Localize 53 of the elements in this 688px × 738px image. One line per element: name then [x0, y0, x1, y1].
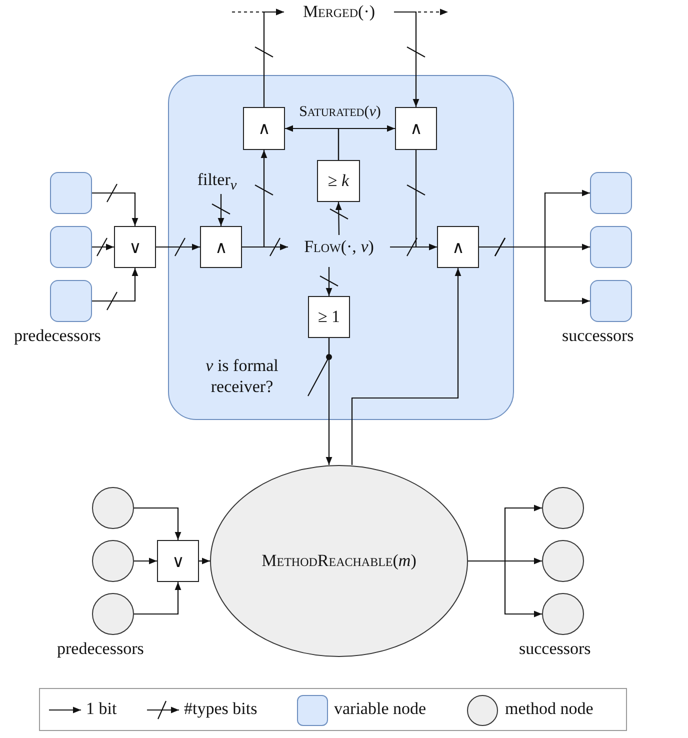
arrow: [155, 237, 201, 257]
logic-gate: ∧: [243, 107, 285, 150]
filter-text: filter$_{v}$: [189, 170, 245, 194]
arrow: [91, 237, 115, 257]
method-node: [542, 540, 584, 582]
group-label: successors: [519, 639, 591, 659]
arrow: [319, 266, 339, 297]
arrow: [91, 183, 138, 227]
logic-gate: ≥ 1: [308, 296, 350, 338]
logic-gate: ≥ k: [317, 160, 360, 202]
arrow: [329, 201, 349, 236]
arrow: [241, 237, 289, 257]
formula-text: Flow(·, v): [288, 235, 390, 259]
formula-text: MethodReachable(m): [262, 551, 416, 571]
formula-text: Merged(·): [284, 0, 394, 24]
logic-gate: ∧: [200, 226, 242, 268]
group-label: predecessors: [14, 326, 101, 346]
logic-gate: ∨: [114, 226, 156, 268]
arrow: [351, 268, 462, 465]
group-label: successors: [562, 326, 634, 346]
variable-node: [590, 172, 632, 214]
legend-text: method node: [505, 699, 594, 719]
variable-region: [168, 75, 514, 420]
legend-text: 1 bit: [86, 699, 117, 719]
connector-line: [308, 338, 330, 396]
logic-gate: ∧: [395, 107, 437, 150]
method-node: [92, 593, 134, 635]
logic-gate: ∨: [157, 540, 199, 582]
arrow: [134, 582, 182, 615]
arrow: [393, 11, 426, 108]
method-node: [92, 487, 134, 529]
variable-node: [50, 172, 92, 214]
arrow: [254, 8, 285, 108]
legend-text: #types bits: [184, 699, 258, 719]
variable-node: [50, 226, 92, 268]
variable-node: [50, 280, 92, 322]
arrow: [199, 558, 210, 564]
arrow: [406, 149, 438, 250]
method-node: [542, 593, 584, 635]
group-label: predecessors: [57, 639, 144, 659]
method-node: [542, 487, 584, 529]
logic-gate: ∧: [437, 226, 479, 268]
arrow: [134, 558, 157, 564]
arrow: [91, 267, 138, 311]
arrow: [134, 507, 182, 540]
condition-text: v is formal receiver?: [176, 352, 308, 400]
arrow: [211, 193, 231, 227]
variable-node: [590, 226, 632, 268]
method-node: [92, 540, 134, 582]
formula-text: Saturated(v): [285, 100, 395, 124]
legend-text: variable node: [334, 699, 426, 719]
arrow: [338, 125, 395, 160]
variable-node: [590, 280, 632, 322]
